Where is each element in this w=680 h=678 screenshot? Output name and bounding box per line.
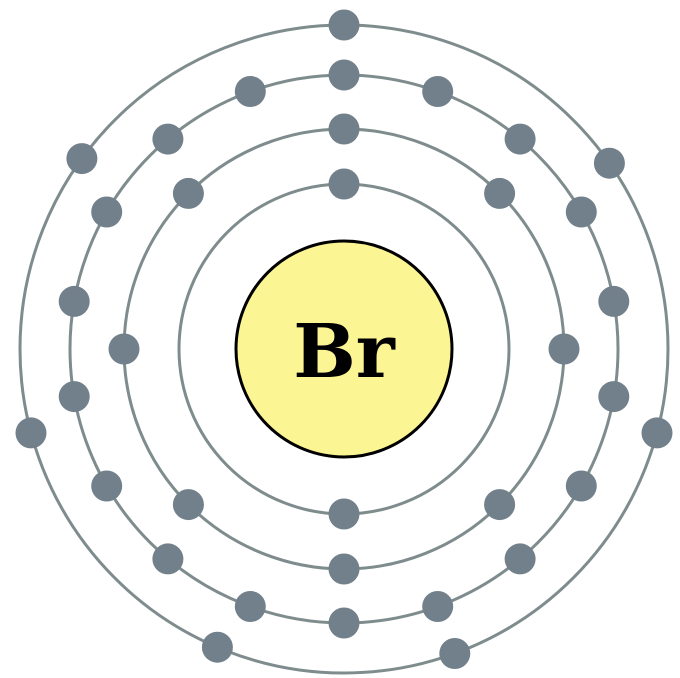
element-symbol: Br: [293, 309, 396, 395]
electron: [593, 147, 625, 179]
electron: [565, 470, 597, 502]
electron: [328, 9, 360, 41]
electron: [66, 143, 98, 175]
electron: [15, 417, 47, 449]
electron: [565, 196, 597, 228]
electron: [439, 638, 471, 669]
electron: [234, 76, 266, 107]
electron: [328, 553, 360, 585]
electron: [598, 285, 630, 317]
nucleus: [234, 239, 454, 459]
electron: [328, 168, 360, 200]
electron: [108, 333, 140, 365]
electron: [172, 489, 204, 521]
electron: [422, 76, 454, 107]
electron: [504, 123, 536, 155]
electrons-layer: [15, 9, 673, 669]
electron: [172, 177, 204, 209]
electron: [422, 591, 454, 622]
electron: [152, 543, 184, 575]
electron: [598, 381, 630, 413]
electron: [328, 607, 360, 639]
electron: [91, 470, 123, 502]
electron: [91, 196, 123, 228]
electron: [234, 591, 266, 622]
electron: [328, 113, 360, 145]
electron: [152, 123, 184, 155]
electron: [201, 631, 233, 663]
electron: [484, 489, 516, 521]
electron: [58, 381, 90, 413]
electron: [484, 177, 516, 209]
electron: [641, 417, 673, 449]
electron: [548, 333, 580, 365]
electron: [504, 543, 536, 575]
electron: [328, 498, 360, 530]
electron: [58, 285, 90, 317]
electron: [328, 59, 360, 91]
